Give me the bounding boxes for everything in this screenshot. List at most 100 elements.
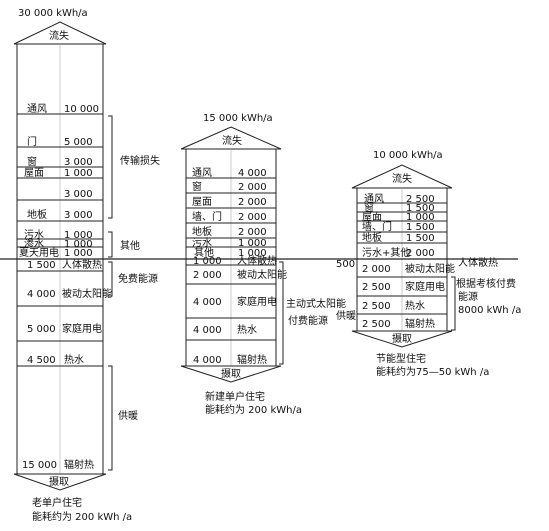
new-loss-value: 2 000	[238, 212, 267, 223]
eff-loss-label: 地板	[362, 231, 382, 244]
old-loss-value: 1 000	[64, 168, 93, 179]
label-paid-energy: 付费能源	[288, 314, 328, 327]
new-loss-label: 屋面	[192, 196, 212, 208]
house-efficient-caption-2: 能耗约为75—50 kWh /a	[376, 365, 489, 378]
label-other: 其他	[120, 239, 140, 252]
house-efficient-caption-1: 节能型住宅	[376, 352, 426, 365]
house-efficient-base	[351, 330, 453, 348]
label-assessment-2: 能源	[458, 290, 478, 303]
new-loss-label: 其他	[194, 246, 214, 259]
house-old-roof-label: 流失	[49, 29, 69, 42]
new-loss-label: 地板	[192, 225, 212, 238]
eff-loss-value: 1 500	[406, 222, 435, 233]
house-efficient-roof-label: 流失	[392, 172, 412, 185]
eff-loss-value: 2 500	[406, 194, 435, 205]
new-loss-label: 通风	[192, 167, 212, 179]
label-active-solar-2: 供暖	[336, 309, 356, 322]
old-gain-value: 4 000	[27, 289, 56, 300]
eff-brackets	[451, 276, 456, 331]
old-gain-label: 热水	[64, 353, 84, 366]
new-gain-label: 人体散热	[237, 254, 277, 267]
house-old-total: 30 000 kWh/a	[18, 8, 88, 19]
eff-gain-value: 2 500	[362, 301, 391, 312]
new-loss-value: 1 000	[238, 248, 267, 259]
house-old-base-label: 摄取	[49, 475, 69, 488]
old-gain-label: 人体散热	[62, 258, 102, 271]
eff-gain-value: 2 000	[362, 264, 391, 275]
eff-loss-value: 1 500	[406, 233, 435, 244]
new-loss-label: 墙、门	[192, 210, 222, 223]
old-gain-label: 辐射热	[64, 458, 94, 471]
new-gain-value: 4 000	[193, 355, 222, 366]
old-gain-value: 5 000	[27, 324, 56, 335]
new-loss-label: 窗	[192, 180, 202, 193]
eff-gain-label: 家庭用电	[405, 280, 445, 293]
old-gain-label: 被动太阳能	[62, 287, 112, 300]
old-loss-value: 3 000	[64, 210, 93, 221]
eff-gain-value: 2 500	[362, 282, 391, 293]
label-heating: 供暖	[118, 409, 138, 422]
bracket-heating	[108, 365, 113, 471]
old-loss-value: 5 000	[64, 137, 93, 148]
new-gain-value: 4 000	[193, 325, 222, 336]
new-loss-value: 2 000	[238, 227, 267, 238]
eff-gain-label: 热水	[405, 299, 425, 312]
old-loss-value: 1 000	[64, 230, 93, 241]
old-loss-label: 夏天用电	[19, 246, 59, 259]
eff-loss-label: 墙、门	[362, 220, 392, 233]
house-new-roof-label: 流失	[222, 134, 242, 147]
house-old-base	[13, 473, 107, 491]
label-assessment-3: 8000 kWh /a	[458, 305, 521, 316]
new-gain-label: 家庭用电	[237, 295, 277, 308]
new-loss-value: 4 000	[238, 168, 267, 179]
new-loss-value: 2 000	[238, 182, 267, 193]
new-loss-value: 1 000	[238, 238, 267, 249]
old-loss-value: 1 000	[64, 239, 93, 250]
label-free-energy: 免费能源	[118, 272, 158, 285]
eff-loss-value: 1 000	[406, 212, 435, 223]
old-loss-label: 通风	[27, 103, 47, 115]
house-new-caption-1: 新建单户住宅	[205, 390, 265, 403]
old-loss-label: 门	[27, 135, 37, 148]
house-new-caption-2: 能耗约为 200 kWh/a	[205, 403, 302, 416]
new-brackets	[279, 261, 284, 365]
house-old-caption-2: 能耗约为 200 kWh /a	[32, 510, 132, 523]
old-brackets	[108, 115, 113, 471]
label-assessment-1: 根据考核付费	[456, 277, 516, 290]
house-new-total: 15 000 kWh/a	[203, 113, 273, 124]
new-gain-value: 1 000	[193, 256, 222, 267]
old-loss-label: 窗	[27, 155, 37, 168]
eff-gain-label: 被动太阳能	[405, 262, 455, 275]
old-loss-label: 渗水	[24, 237, 44, 250]
old-loss-label: 屋面	[24, 167, 44, 179]
label-transmission-loss: 传输损失	[120, 154, 160, 167]
eff-loss-value: 1 500	[406, 203, 435, 214]
old-loss-value: 10 000	[64, 104, 99, 115]
eff-gain-label: 辐射热	[405, 317, 435, 330]
bracket-paid-energy	[279, 261, 284, 365]
bracket-assessment	[451, 276, 456, 331]
eff-loss-value: 2 000	[406, 248, 435, 259]
new-gain-value: 2 000	[193, 270, 222, 281]
new-gain-label: 被动太阳能	[237, 268, 287, 281]
bracket-transmission	[108, 115, 113, 219]
new-gain-label: 辐射热	[237, 353, 267, 366]
house-new-base	[180, 365, 282, 383]
old-loss-value: 1 000	[64, 248, 93, 259]
bracket-other	[108, 231, 113, 258]
eff-loss-label: 污水+其他	[362, 246, 410, 259]
eff-loss-label: 窗	[364, 201, 374, 214]
eff-gain-value: 2 500	[362, 319, 391, 330]
new-gain-value: 4 000	[193, 297, 222, 308]
old-gain-value: 1 500	[27, 260, 56, 271]
house-new	[180, 126, 282, 383]
new-gain-label: 热水	[237, 323, 257, 336]
house-old-caption-1: 老单户住宅	[32, 496, 82, 509]
house-efficient-base-label: 摄取	[392, 332, 412, 345]
eff-gain-value: 500	[336, 259, 355, 270]
new-loss-value: 2 000	[238, 197, 267, 208]
eff-loss-label: 屋面	[362, 211, 382, 223]
old-loss-value: 3 000	[64, 189, 93, 200]
house-new-base-label: 摄取	[221, 367, 241, 380]
